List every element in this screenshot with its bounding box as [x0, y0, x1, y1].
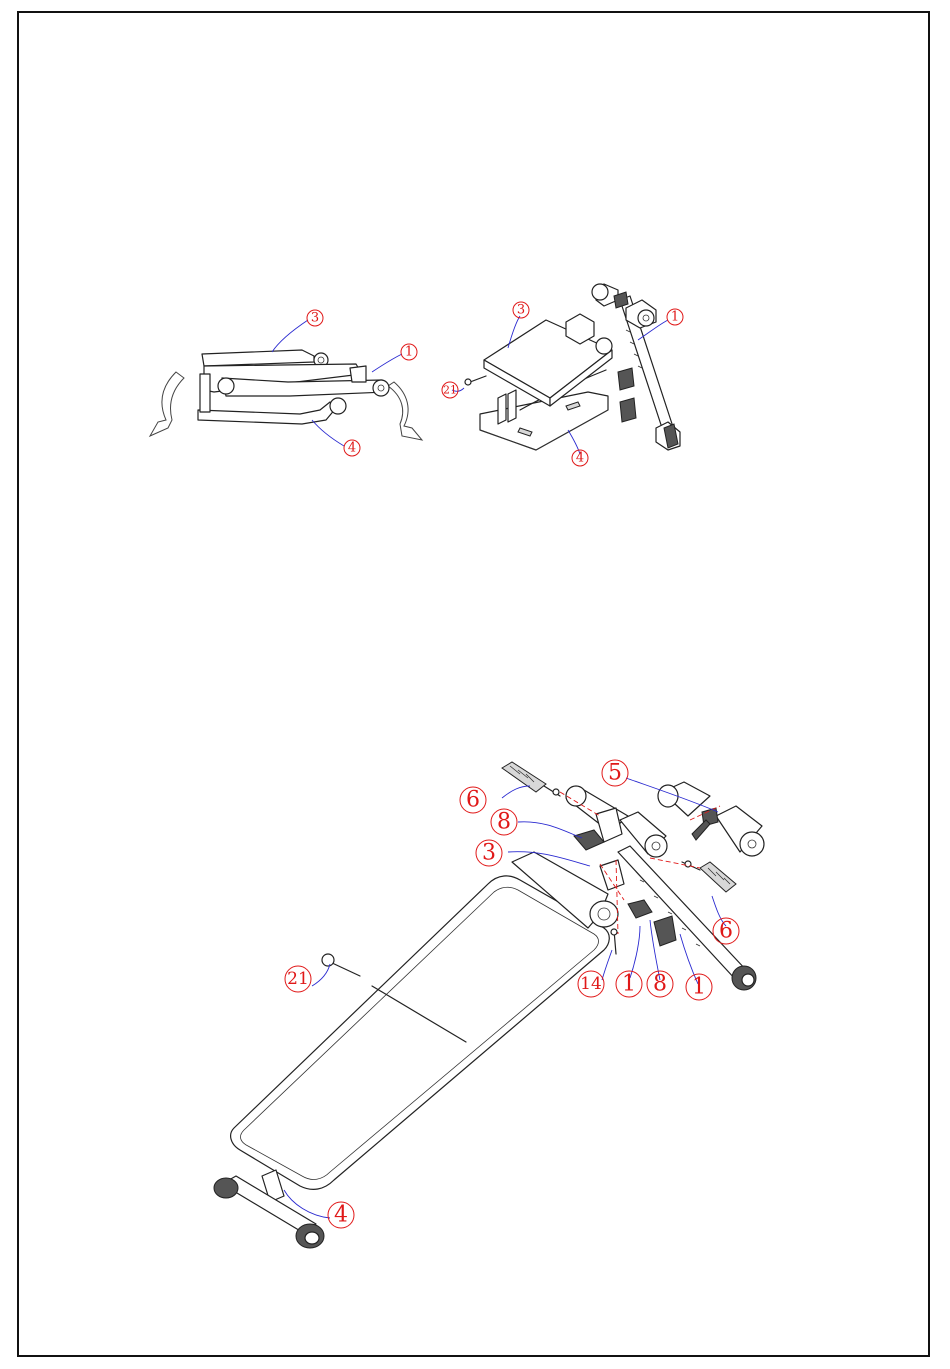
fold-view-figure [150, 320, 422, 446]
callout-fold-4: 4 [348, 441, 356, 456]
lower-roller-cap [654, 916, 676, 946]
callout-assembly-14: 14 [580, 974, 602, 994]
callout-assembly-3: 3 [482, 841, 496, 866]
adjustment-knob-lower [628, 900, 652, 918]
callout-assembly-6-lower: 6 [719, 919, 733, 944]
pin-21 [330, 962, 360, 976]
callout-assembly-8-lower: 8 [653, 972, 667, 997]
callout-assembly-4: 4 [334, 1203, 348, 1228]
callout-folded-1: 1 [671, 310, 679, 325]
callout-assembly-6-upper: 6 [466, 788, 480, 813]
callout-assembly-5: 5 [608, 761, 622, 786]
callout-fold-1: 1 [405, 345, 413, 360]
bench-seat-pad [231, 876, 610, 1189]
left-rotation-arrow [150, 372, 184, 436]
foam-handle-upper [502, 762, 560, 796]
right-rotation-arrow [388, 382, 422, 440]
callout-folded-3: 3 [517, 303, 525, 318]
seat-bar-upper [202, 350, 314, 366]
folded-view-figure [452, 284, 680, 454]
callout-assembly-21: 21 [287, 969, 309, 989]
front-pivot [373, 380, 389, 396]
callout-folded-21: 21 [443, 384, 457, 397]
spring-pin [692, 820, 710, 840]
callout-fold-3: 3 [311, 311, 319, 326]
adjustment-knob-upper [574, 830, 604, 850]
callout-assembly-1-left: 1 [622, 972, 636, 997]
support-bar-lower [198, 402, 336, 424]
assembly-view-figure [214, 762, 764, 1248]
callout-folded-4: 4 [576, 451, 584, 466]
callout-assembly-8-upper: 8 [497, 810, 511, 835]
callout-assembly-1-right: 1 [692, 975, 706, 1000]
